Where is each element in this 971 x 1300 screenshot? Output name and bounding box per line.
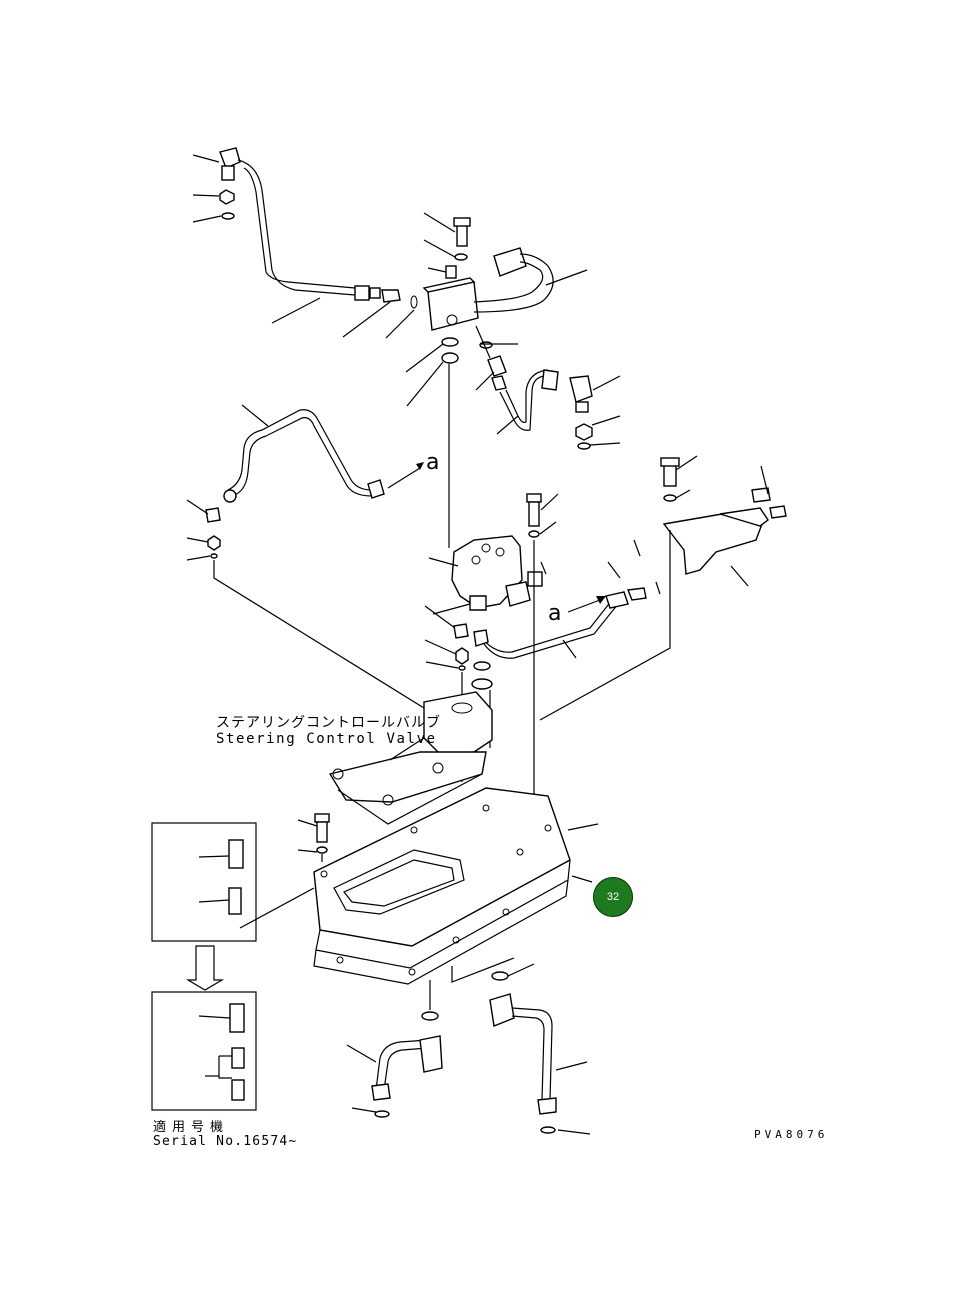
pipe-left-long <box>223 409 385 503</box>
bolt-middle <box>526 493 542 538</box>
marker-a-upper: a <box>426 450 440 475</box>
fitting-left <box>205 507 221 559</box>
cover-plate <box>313 787 571 985</box>
pipe-bottom-right <box>489 993 557 1134</box>
fittings-middle-left <box>453 623 493 690</box>
inset-box-lower <box>151 991 257 1111</box>
elbow-fitting-top <box>219 147 241 220</box>
part-callout-badge[interactable]: 32 <box>593 877 633 917</box>
pipe-upper-left <box>237 159 418 309</box>
component-label-jp: ステアリングコントロールバルブ <box>216 715 441 731</box>
pipe-middle-a <box>473 587 647 659</box>
bracket-right <box>660 457 787 575</box>
valve-block-top <box>422 217 479 331</box>
inset-box-upper <box>151 822 257 942</box>
steering-control-valve-body <box>451 535 543 611</box>
marker-a-lower: a <box>548 601 562 626</box>
serial-label-jp: 適用号機 <box>153 1120 230 1135</box>
tube-upper-right <box>473 247 554 313</box>
pipe-bottom-left <box>371 1035 443 1118</box>
adapter-right-top <box>479 341 593 450</box>
drawing-reference-code: PVA8076 <box>754 1128 829 1141</box>
bolt-cover <box>314 813 330 854</box>
component-label-en: Steering Control Valve <box>216 731 437 747</box>
valve-housing <box>328 691 493 825</box>
serial-label-en: Serial No.16574~ <box>153 1134 298 1149</box>
